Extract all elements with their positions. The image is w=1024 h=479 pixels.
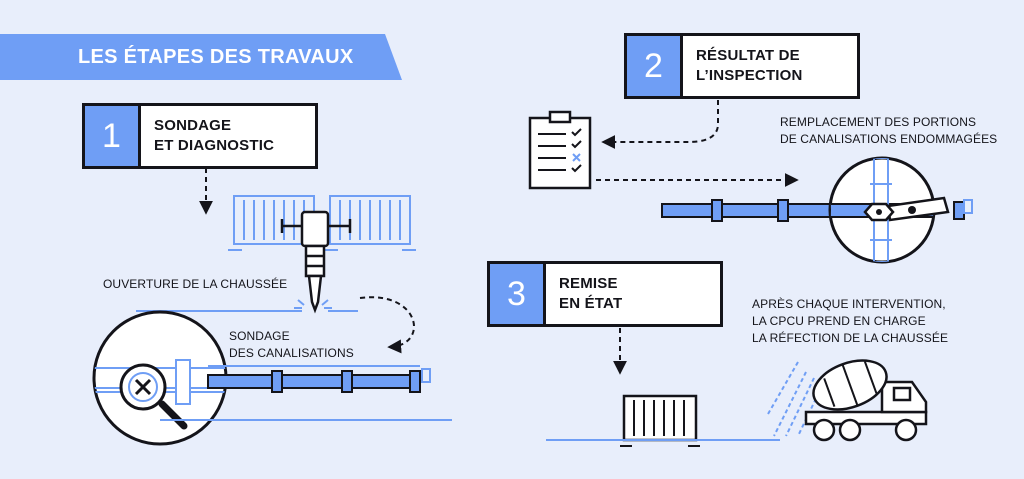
- label-remplacement: REMPLACEMENT DES PORTIONS DE CANALISATIO…: [780, 115, 998, 146]
- magnifier-icon: [119, 363, 188, 430]
- step-3-number: 3: [490, 264, 546, 324]
- pipe-icon: [207, 365, 431, 393]
- step-2-title: RÉSULTAT DE L’INSPECTION: [696, 47, 803, 84]
- barrier-icon-2: [620, 394, 700, 447]
- checklist-icon: [528, 110, 592, 190]
- arrow-curve-step1: [359, 296, 415, 354]
- step-2-box: 2 RÉSULTAT DE L’INSPECTION: [624, 33, 860, 99]
- label-ouverture: OUVERTURE DE LA CHAUSSÉE: [103, 277, 288, 291]
- jackhammer-icon: [280, 210, 352, 314]
- wrench-icon: [863, 196, 950, 222]
- pipe-end-2: [953, 199, 973, 220]
- impact-sparks: [294, 299, 332, 309]
- header-banner: LES ÉTAPES DES TRAVAUX: [0, 34, 402, 80]
- step-1-number: 1: [85, 106, 141, 166]
- concrete-mixer-truck-icon: [804, 359, 928, 442]
- step-3-title: REMISE EN ÉTAT: [559, 275, 623, 312]
- label-apres: APRÈS CHAQUE INTERVENTION, LA CPCU PREND…: [752, 297, 949, 345]
- step-3-box: 3 REMISE EN ÉTAT: [487, 261, 723, 327]
- step-1-title: SONDAGE ET DIAGNOSTIC: [154, 117, 275, 154]
- arrow-step2-curve: [601, 100, 719, 149]
- label-sondage: SONDAGE DES CANALISATIONS: [229, 329, 354, 360]
- step-1-box: 1 SONDAGE ET DIAGNOSTIC: [82, 103, 318, 169]
- page-title: LES ÉTAPES DES TRAVAUX: [78, 46, 354, 68]
- step-2-number: 2: [627, 36, 683, 96]
